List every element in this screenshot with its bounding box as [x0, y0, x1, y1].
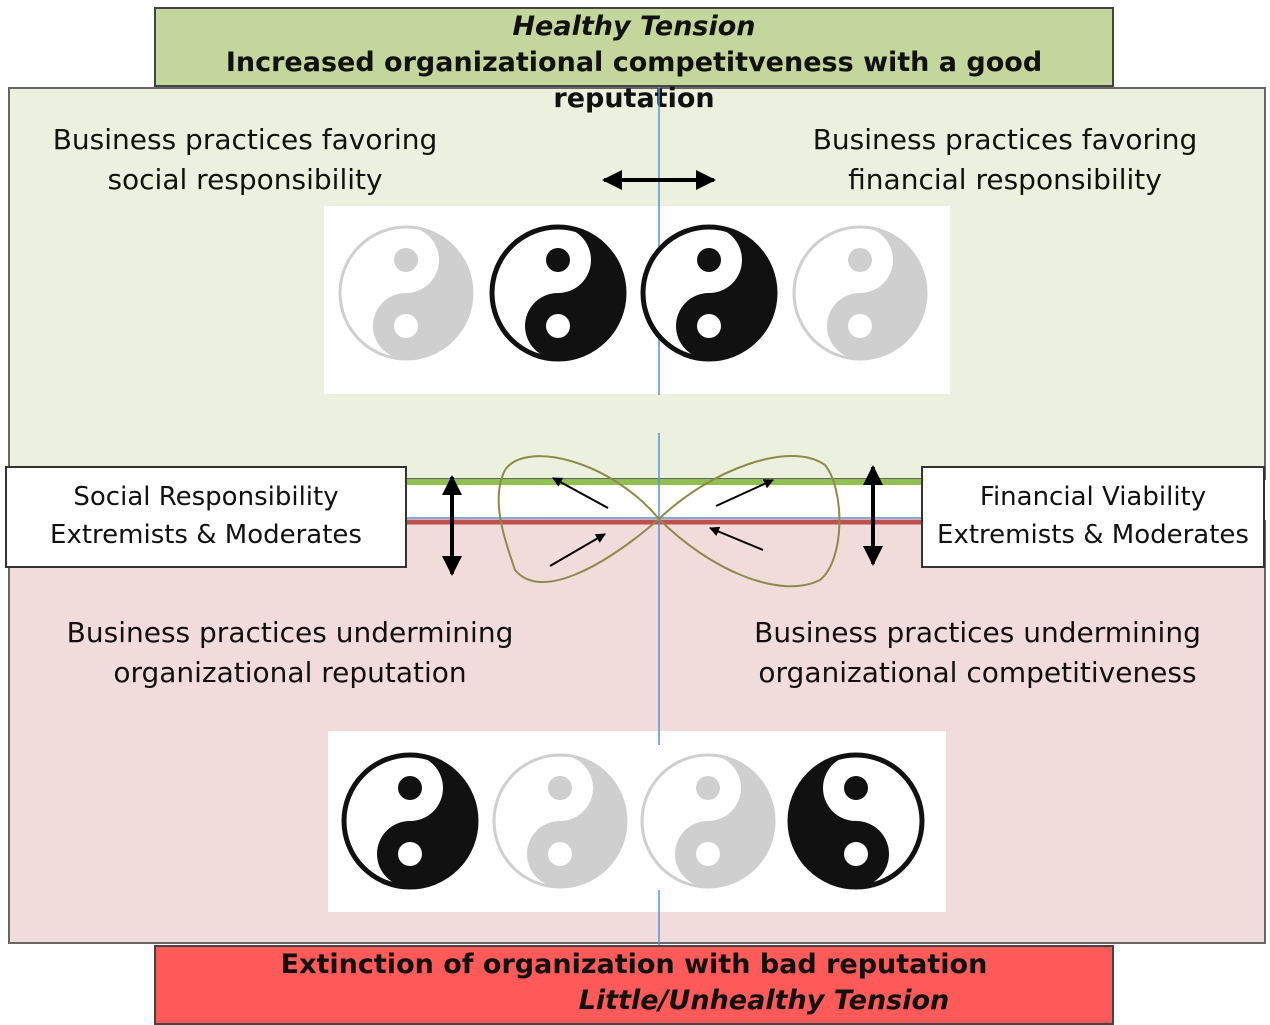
yin-yang-bottom-2-icon: [492, 753, 628, 889]
lower-left-label: Business practices undermining organizat…: [50, 613, 530, 693]
loop-arrow-upper-right: [715, 479, 774, 507]
yin-yang-top-3-icon: [643, 227, 775, 359]
yin-yang-top-1-icon: [338, 225, 474, 361]
infinity-loop: [497, 455, 841, 588]
loop-arrow-lower-right: [709, 526, 764, 551]
upper-left-line1: Business practices favoring: [52, 123, 438, 156]
lower-left-line2: organizational reputation: [113, 656, 467, 689]
loop-arrow-upper-left: [552, 477, 609, 509]
right-box-subtitle: Extremists & Moderates: [937, 520, 1249, 550]
yin-yang-top-2-icon: [492, 227, 624, 359]
lower-right-line1: Business practices undermining: [754, 616, 1201, 649]
left-box-subtitle: Extremists & Moderates: [50, 520, 362, 550]
upper-left-label: Business practices favoring social respo…: [30, 120, 460, 200]
upper-right-line1: Business practices favoring: [812, 123, 1198, 156]
lower-right-label: Business practices undermining organizat…: [735, 613, 1220, 693]
yin-yang-top-4-icon: [792, 225, 928, 361]
loop-arrow-lower-left: [549, 533, 606, 567]
lower-right-line2: organizational competitiveness: [758, 656, 1197, 689]
upper-right-label: Business practices favoring financial re…: [790, 120, 1220, 200]
yin-yang-bottom-4-icon: [790, 755, 922, 887]
social-responsibility-box: Social Responsibility Extremists & Moder…: [5, 466, 407, 568]
upper-right-line2: financial responsibility: [848, 163, 1162, 196]
lower-left-line1: Business practices undermining: [66, 616, 514, 649]
top-banner: Healthy Tension Increased organizational…: [154, 7, 1114, 114]
top-banner-subtitle: Healthy Tension: [512, 11, 756, 42]
right-box-title: Financial Viability: [979, 482, 1207, 512]
bottom-banner-subtitle: Little/Unhealthy Tension: [578, 985, 950, 1016]
yin-yang-bottom-1-icon: [344, 755, 476, 887]
bottom-banner: Extinction of organization with bad repu…: [154, 945, 1114, 1025]
financial-viability-box: Financial Viability Extremists & Moderat…: [921, 466, 1265, 568]
top-banner-title: Increased organizational competitveness …: [225, 47, 1043, 114]
upper-left-line2: social responsibility: [107, 163, 383, 196]
yin-yang-bottom-3-icon: [640, 753, 776, 889]
bottom-banner-title: Extinction of organization with bad repu…: [280, 949, 988, 980]
left-box-title: Social Responsibility: [73, 482, 339, 512]
